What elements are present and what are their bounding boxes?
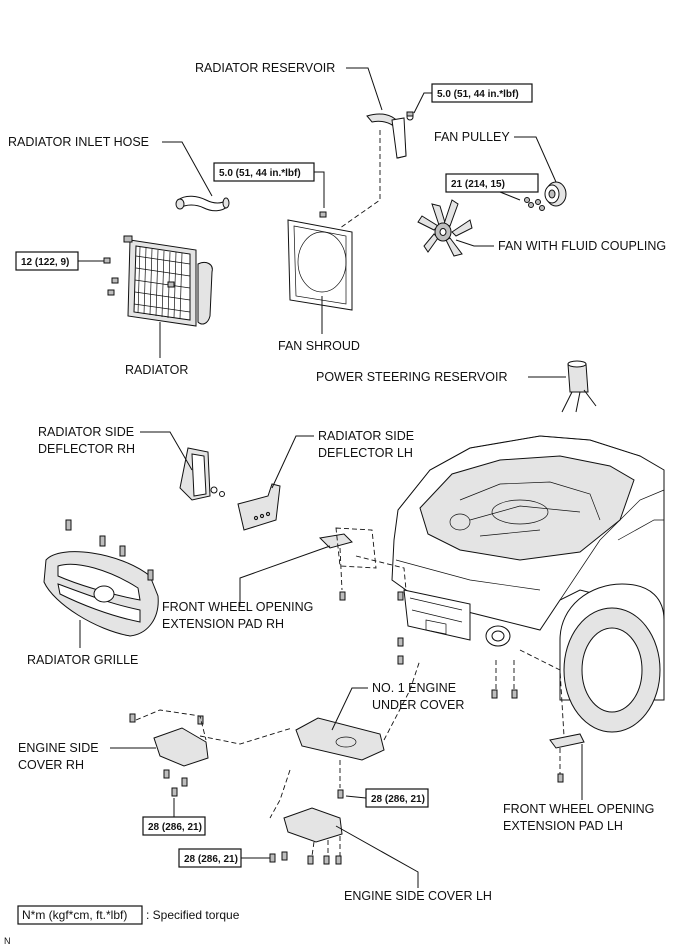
radiator-side-deflector-lh-part: [237, 483, 281, 531]
engine-under-cover-part: [295, 717, 385, 799]
radiator-part: [123, 235, 213, 327]
fan-shroud-part: [287, 211, 353, 311]
torque-value-side-cover-lh: 28 (286, 21): [184, 854, 238, 865]
legend-torque-box: [17, 905, 143, 925]
front-wheel-pad-rh-bolts: [397, 591, 404, 665]
front-wheel-pad-lh-label-2: EXTENSION PAD LH: [503, 819, 623, 833]
fan-pulley-part: [524, 181, 567, 211]
engine-under-cover-label-2: UNDER COVER: [372, 698, 464, 712]
torque-value-under-cover: 28 (286, 21): [371, 794, 425, 805]
engine-side-cover-lh-label: ENGINE SIDE COVER LH: [344, 889, 492, 903]
front-wheel-pad-rh-label-2: EXTENSION PAD RH: [162, 617, 284, 631]
engine-side-cover-rh-label-1: ENGINE SIDE: [18, 741, 99, 755]
radiator-side-deflector-rh-label-1: RADIATOR SIDE: [38, 425, 134, 439]
radiator-grille-label: RADIATOR GRILLE: [27, 653, 138, 667]
radiator-side-deflector-lh-label-1: RADIATOR SIDE: [318, 429, 414, 443]
torque-value-side-cover-rh: 28 (286, 21): [148, 822, 202, 833]
engine-under-cover-label-1: NO. 1 ENGINE: [372, 681, 456, 695]
torque-value-fan-pulley: 21 (214, 15): [451, 179, 505, 190]
vehicle-front-body: [391, 435, 665, 733]
fan-shroud-label: FAN SHROUD: [278, 339, 360, 353]
torque-box-fan-pulley: [445, 173, 539, 193]
front-wheel-pad-rh-label-1: FRONT WHEEL OPENING: [162, 600, 313, 614]
front-wheel-pad-rh-part: [318, 533, 353, 601]
radiator-bolts: [103, 257, 175, 296]
front-wheel-pad-lh-label-1: FRONT WHEEL OPENING: [503, 802, 654, 816]
fan-with-fluid-coupling-part: [417, 199, 473, 257]
power-steering-reservoir-part: [561, 360, 597, 413]
radiator-grille-part: [43, 519, 159, 637]
front-wheel-pad-lh-part: [491, 689, 585, 783]
engine-side-cover-rh-label-2: COVER RH: [18, 758, 84, 772]
torque-value-reservoir: 5.0 (51, 44 in.*lbf): [437, 89, 519, 100]
radiator-reservoir-label: RADIATOR RESERVOIR: [195, 61, 335, 75]
fan-pulley-label: FAN PULLEY: [434, 130, 510, 144]
fan-with-fluid-coupling-label: FAN WITH FLUID COUPLING: [498, 239, 666, 253]
radiator-label: RADIATOR: [125, 363, 188, 377]
radiator-side-deflector-rh-part: [179, 447, 225, 501]
engine-side-cover-rh-part: [129, 713, 209, 797]
radiator-inlet-hose-label: RADIATOR INLET HOSE: [8, 135, 149, 149]
torque-value-shroud: 5.0 (51, 44 in.*lbf): [219, 168, 301, 179]
corner-mark: N: [4, 936, 11, 946]
torque-value-radiator: 12 (122, 9): [21, 257, 69, 268]
radiator-side-deflector-rh-label-2: DEFLECTOR RH: [38, 442, 135, 456]
legend-torque-text: : Specified torque: [146, 908, 240, 922]
engine-side-cover-lh-part: [269, 807, 343, 865]
power-steering-reservoir-label: POWER STEERING RESERVOIR: [316, 370, 507, 384]
radiator-reservoir-part: [366, 111, 414, 159]
radiator-side-deflector-lh-label-2: DEFLECTOR LH: [318, 446, 413, 460]
legend-torque-unit: N*m (kgf*cm, ft.*lbf): [22, 908, 127, 922]
radiator-inlet-hose-part: [175, 195, 230, 212]
